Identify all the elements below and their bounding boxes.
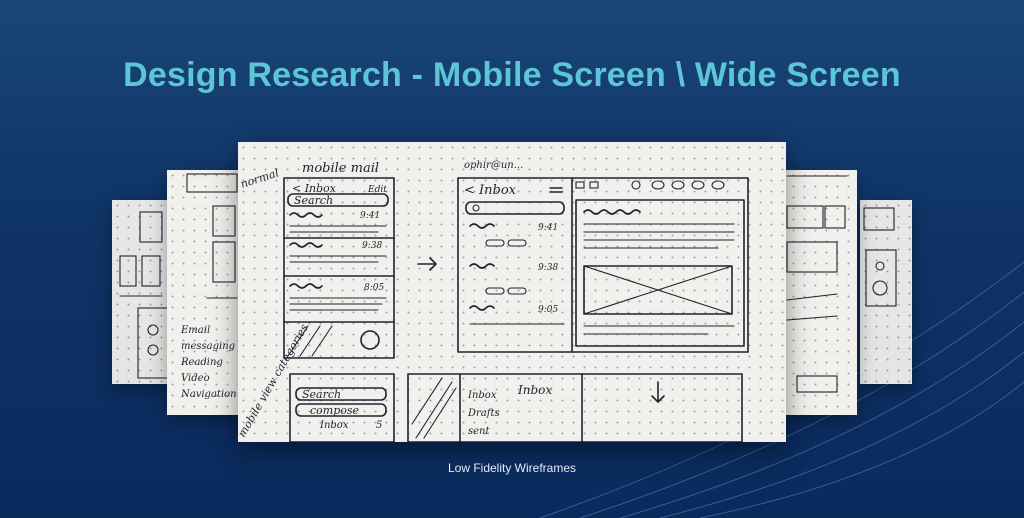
bottom-inbox-heading: Inbox: [517, 383, 552, 397]
wireframe-photo-main: normal mobile mail ophir@un... < Inbox E…: [238, 142, 786, 442]
wide-inbox-label: < Inbox: [464, 183, 517, 198]
side-list-item: messaging: [181, 341, 235, 352]
sketch-mobile-view-categories: mobile view categories: [238, 321, 311, 439]
folder-item: Inbox: [467, 390, 497, 401]
side-list-item: Video: [181, 373, 210, 384]
folder-item: sent: [468, 426, 490, 437]
wireframe-photo-right-far: [860, 200, 912, 384]
bottom-compose-button: compose: [310, 404, 360, 417]
mobile-edit-label: Edit: [367, 185, 387, 195]
mobile-inbox-label: < Inbox: [292, 182, 337, 195]
sketch-account: ophir@un...: [464, 160, 523, 171]
side-list-item: Navigation: [180, 389, 237, 400]
wide-time: 9:41: [538, 223, 558, 233]
page-title: Design Research - Mobile Screen \ Wide S…: [123, 56, 901, 94]
side-list-item: Reading: [180, 357, 223, 368]
side-list-item: Email: [180, 325, 210, 336]
caption: Low Fidelity Wireframes: [447, 461, 577, 475]
mobile-time: 8:05: [364, 283, 384, 293]
bottom-search-field: Search: [302, 388, 341, 401]
wide-time: 9:38: [538, 263, 558, 273]
bottom-inbox-count: 5: [376, 420, 382, 431]
sketch-heading-normal: normal: [239, 166, 281, 191]
sketch-heading-mobile-mail: mobile mail: [302, 161, 379, 176]
wireframe-photo-right: [777, 170, 857, 415]
mobile-time: 9:38: [362, 241, 382, 251]
folder-item: Drafts: [467, 408, 500, 419]
mobile-search-field: Search: [294, 194, 333, 207]
bottom-inbox-row: Inbox: [319, 420, 349, 431]
mobile-time: 9:41: [360, 211, 380, 221]
wide-time: 9:05: [538, 305, 558, 315]
